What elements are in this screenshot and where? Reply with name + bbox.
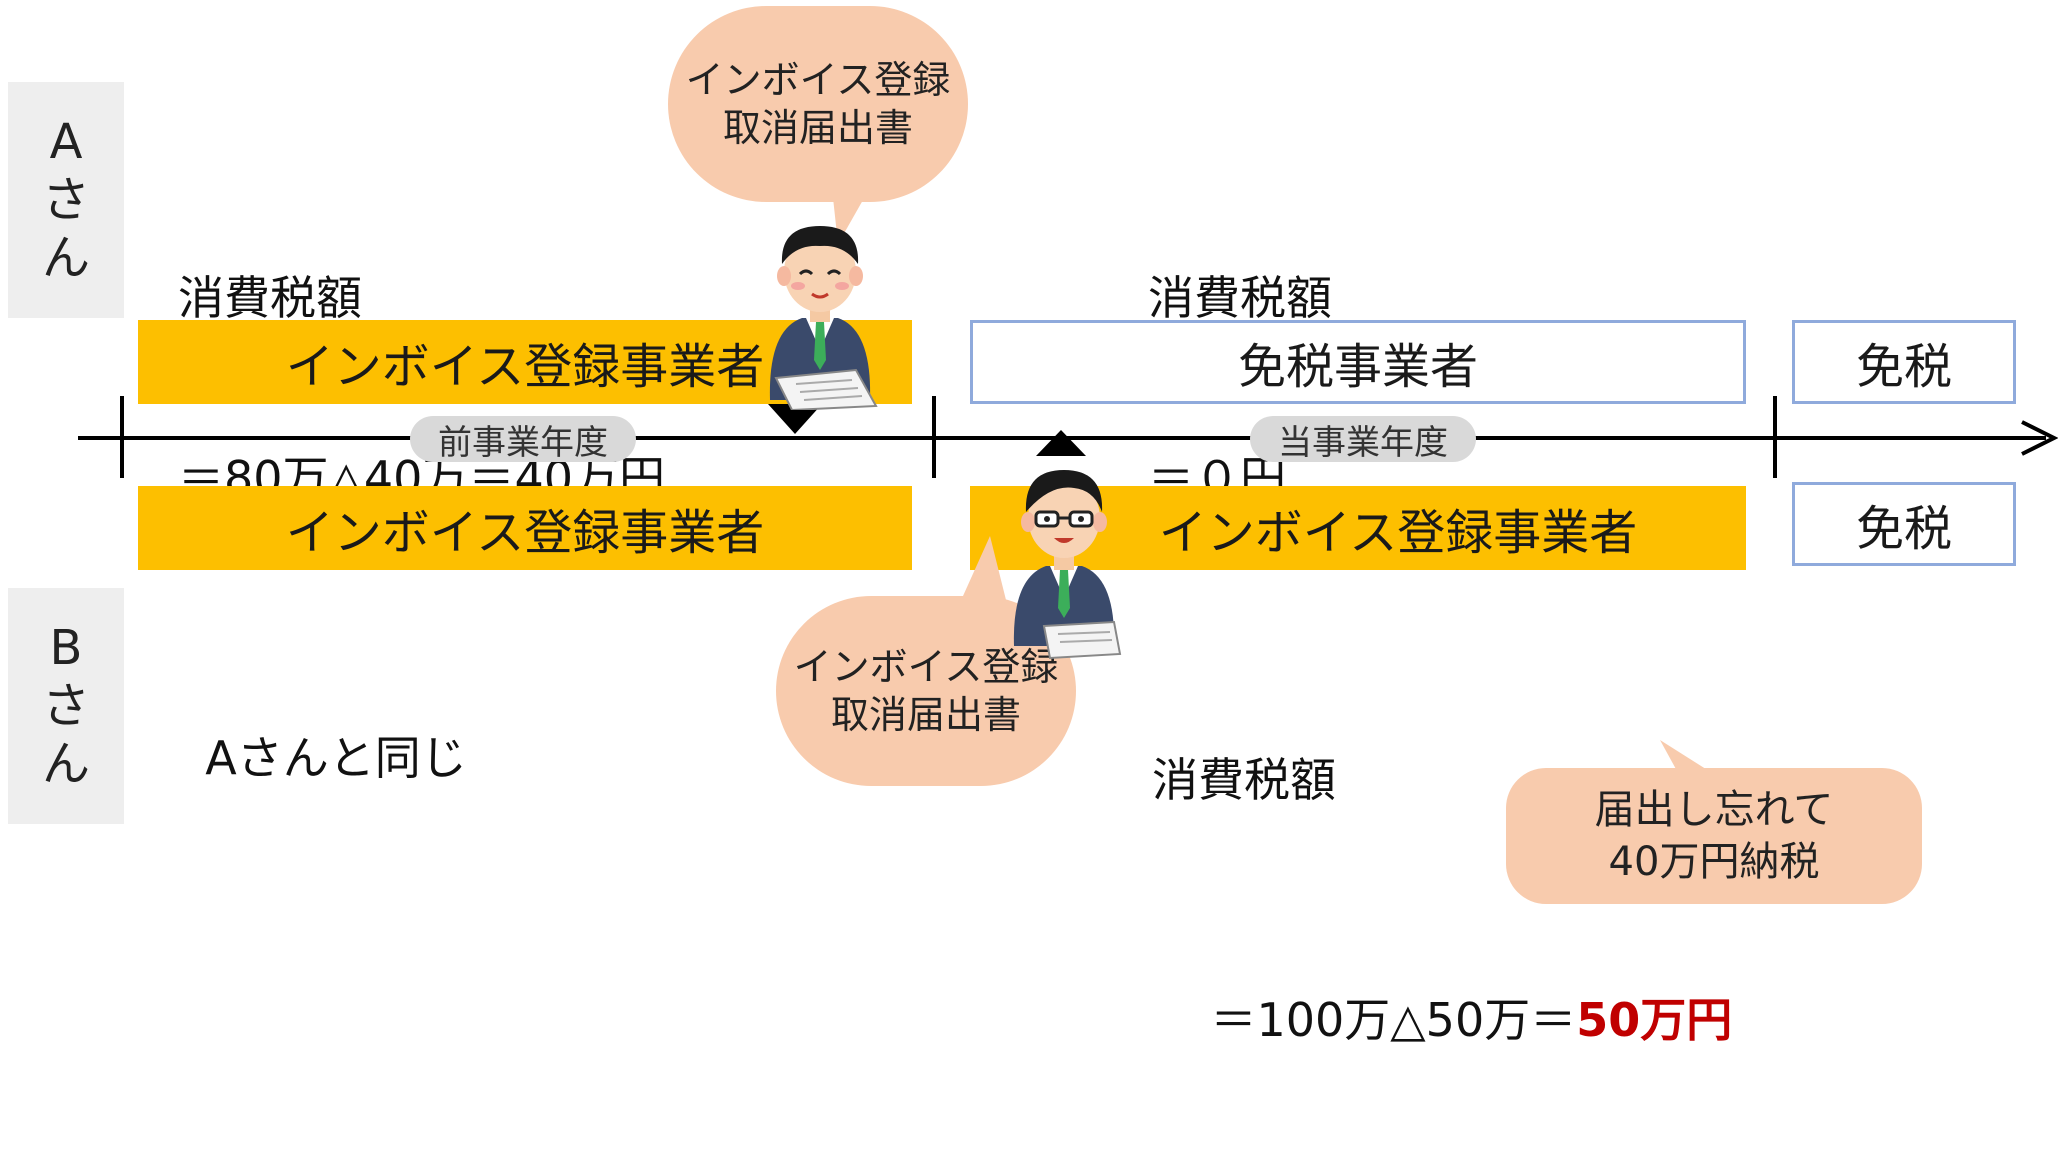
person-b-bar-prev: インボイス登録事業者 [138, 486, 912, 570]
person-a-speech-bubble: インボイス登録 取消届出書 [668, 6, 968, 202]
person-a-bar-next-label: 免税 [1855, 339, 1952, 395]
person-a-bubble-line1: インボイス登録 [685, 58, 951, 102]
person-b-bubble-line2: 取消届出書 [830, 693, 1021, 737]
timeline-curr-period: 当事業年度 [1250, 416, 1476, 463]
person-b-same-as-a-text: Aさんと同じ [205, 731, 467, 785]
person-b-label-line2: さ [41, 678, 90, 734]
note-bubble-line1: 届出し忘れて [1594, 787, 1834, 833]
note-bubble: 届出し忘れて 40万円納税 [1506, 768, 1922, 904]
timeline-curr-period-label: 当事業年度 [1278, 422, 1448, 463]
timeline-axis [78, 396, 2058, 478]
note-bubble-line2: 40万円納税 [1608, 839, 1820, 885]
person-b-bubble-line1: インボイス登録 [793, 645, 1059, 689]
person-a-bubble-line2: 取消届出書 [722, 106, 913, 150]
person-a-businessman-icon [769, 226, 878, 410]
person-a-curr-tax-title: 消費税額 [1148, 271, 1332, 325]
person-b-label-line3: ん [41, 736, 90, 792]
person-b-bar-next-label: 免税 [1855, 501, 1952, 557]
person-b-label-line1: B [49, 620, 83, 676]
person-a-label-line2: さ [41, 172, 90, 228]
person-b-bar-curr-label: インボイス登録事業者 [1158, 505, 1638, 561]
person-a-label-line3: ん [41, 230, 90, 286]
person-a-label-line1: A [49, 114, 83, 170]
person-b-label: B さ ん [8, 588, 124, 824]
timeline-prev-period: 前事業年度 [410, 416, 636, 463]
person-b-tax-title: 消費税額 [1152, 753, 1336, 807]
person-a-bar-curr-label: 免税事業者 [1237, 339, 1478, 395]
person-a-prev-tax-title: 消費税額 [178, 271, 362, 325]
person-a-bar-curr: 免税事業者 [970, 320, 1746, 404]
person-b-businessman-icon [1013, 470, 1122, 660]
person-b-same-as-a: Aさんと同じ [176, 668, 467, 788]
person-b-bar-next: 免税 [1792, 482, 2016, 566]
person-a-label: A さ ん [8, 82, 124, 318]
person-a-bar-next: 免税 [1792, 320, 2016, 404]
person-b-tax-formula-prefix: ＝100万△50万＝ [1210, 993, 1577, 1047]
timeline-prev-period-label: 前事業年度 [438, 422, 608, 463]
person-a-bar-prev-label: インボイス登録事業者 [285, 339, 765, 395]
person-b-bar-prev-label: インボイス登録事業者 [285, 505, 765, 561]
person-b-tax-formula: ＝100万△50万＝50万円 [1152, 930, 1733, 1110]
person-b-tax-result: 50万円 [1576, 993, 1733, 1047]
